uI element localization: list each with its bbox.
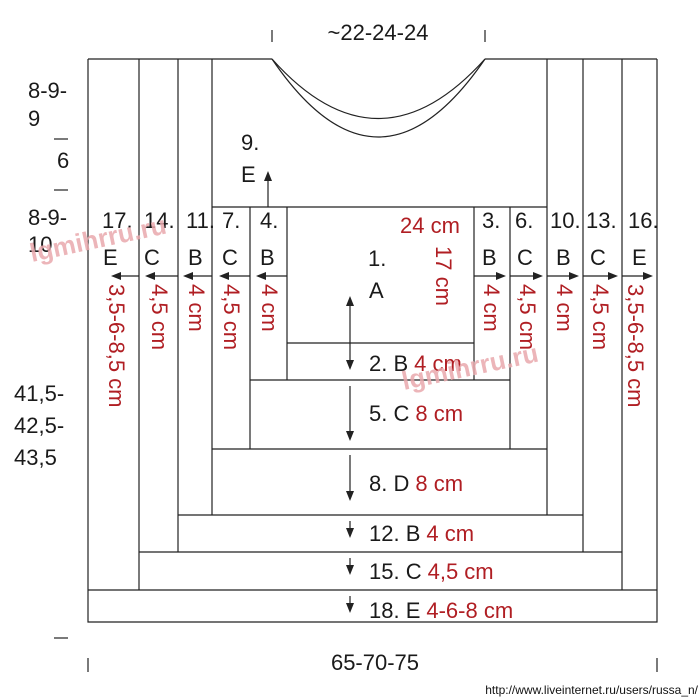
strip-14-color: C bbox=[144, 245, 160, 270]
strip-14-number: 14. bbox=[144, 208, 175, 233]
center-panel-height: 17 cm bbox=[431, 246, 456, 306]
strip-13-color: C bbox=[590, 245, 606, 270]
center-panel-width: 24 cm bbox=[400, 213, 460, 238]
strip-16-color: E bbox=[632, 245, 647, 270]
strip-11-measure: 4 cm bbox=[184, 284, 209, 332]
neck-depth-label: 6 bbox=[57, 148, 69, 173]
side-strip-labels: 17. E 14. C 11. B 7. C 4. B 3. B 6. C 10… bbox=[102, 208, 659, 270]
dimension-ticks bbox=[54, 30, 658, 672]
strip-17-measure: 3,5-6-8,5 cm bbox=[104, 284, 129, 408]
bottom-width-label: 65-70-75 bbox=[331, 650, 419, 675]
strip-16-measure: 3,5-6-8,5 cm bbox=[623, 284, 648, 408]
shoulder-height-label-2: 9 bbox=[28, 106, 40, 131]
center-panel-color: A bbox=[369, 278, 384, 303]
direction-arrows bbox=[111, 171, 653, 613]
strip-13-number: 13. bbox=[586, 208, 617, 233]
strip-11-number: 11. bbox=[186, 208, 215, 233]
watermark-right: lgmihrru.ru bbox=[399, 338, 541, 396]
strip-9-number: 9. bbox=[241, 130, 259, 155]
strip-3-measure: 4 cm bbox=[479, 284, 504, 332]
strip-4-number: 4. bbox=[260, 208, 278, 233]
body-length-label-2: 42,5- bbox=[14, 413, 64, 438]
shoulder-height-label-1: 8-9- bbox=[28, 78, 67, 103]
strip-6-number: 6. bbox=[515, 208, 533, 233]
strip-13-measure: 4,5 cm bbox=[588, 284, 613, 350]
strip-10-measure: 4 cm bbox=[552, 284, 577, 332]
strip-16-number: 16. bbox=[628, 208, 659, 233]
strip-4-measure: 4 cm bbox=[257, 284, 282, 332]
armhole-height-label-1: 8-9- bbox=[28, 205, 67, 230]
body-length-label-3: 43,5 bbox=[14, 445, 57, 470]
strip-4-color: B bbox=[260, 245, 275, 270]
strip-9-color: E bbox=[241, 162, 256, 187]
strip-10-number: 10. bbox=[550, 208, 581, 233]
strip-10-color: B bbox=[556, 245, 571, 270]
side-strip-measures: 3,5-6-8,5 cm 4,5 cm 4 cm 4,5 cm 4 cm 4 c… bbox=[104, 284, 648, 408]
strip-6-color: C bbox=[517, 245, 533, 270]
body-length-label-1: 41,5- bbox=[14, 381, 64, 406]
strip-7-measure: 4,5 cm bbox=[219, 284, 244, 350]
neckline-curves bbox=[271, 58, 486, 138]
panel-outlines bbox=[87, 58, 658, 623]
top-width-label: ~22-24-24 bbox=[328, 20, 429, 45]
strip-14-measure: 4,5 cm bbox=[147, 284, 172, 350]
strip-3-color: B bbox=[482, 245, 497, 270]
strip-11-color: B bbox=[188, 245, 203, 270]
strip-17-color: E bbox=[103, 245, 118, 270]
source-caption: http://www.liveinternet.ru/users/russa_n… bbox=[485, 683, 698, 697]
strip-7-number: 7. bbox=[222, 208, 240, 233]
center-panel-number: 1. bbox=[368, 246, 386, 271]
strip-6-measure: 4,5 cm bbox=[515, 284, 540, 350]
strip-7-color: C bbox=[222, 245, 238, 270]
armhole-height-label-2: 10 bbox=[28, 232, 52, 257]
strip-3-number: 3. bbox=[482, 208, 500, 233]
strip-17-number: 17. bbox=[102, 208, 133, 233]
